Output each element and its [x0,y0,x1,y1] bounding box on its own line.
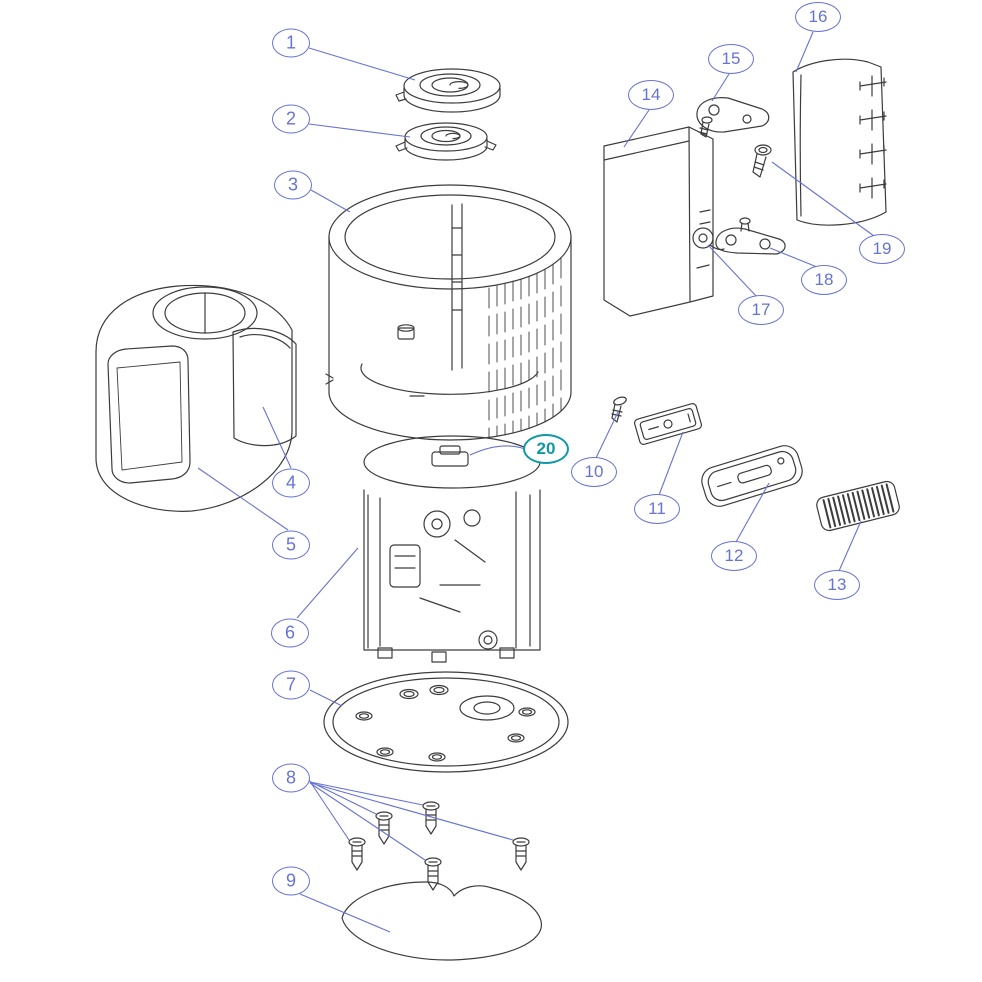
leader-8-fan [308,779,514,861]
leader-2 [308,123,411,138]
callout-13: 13 [814,570,860,600]
leader-20 [469,445,526,456]
leader-9 [299,893,391,933]
part-19-screw [752,144,772,178]
callout-18: 18 [801,265,847,295]
callout-1: 1 [272,28,310,58]
callout-9: 9 [272,866,310,896]
callout-12: 12 [711,541,757,571]
part-9-bottom-cover [341,881,542,961]
leader-10 [595,411,619,459]
screw [424,857,442,891]
screw [348,837,366,871]
callout-14: 14 [628,80,674,110]
grille-slats [822,483,895,529]
callout-3: 3 [274,170,312,200]
vent-slots [488,257,562,438]
part-7-base-plate [323,671,569,773]
panel-clips [859,75,887,199]
callout-19: 19 [859,234,905,264]
leader-5 [197,467,289,531]
leader-4 [262,406,292,469]
part-10-screw [611,396,627,423]
callout-4: 4 [272,468,310,498]
part-5-outer-shell [95,284,293,512]
part-4-inner-panel [232,327,297,447]
leader-7 [309,689,343,707]
part-6-motor-assembly [363,435,541,663]
callout-8: 8 [272,763,310,793]
part-20-latch [431,451,469,467]
part-13-grille [816,480,900,532]
callout-6: 6 [271,618,309,648]
callout-2: 2 [272,104,310,134]
leader-13 [838,520,862,572]
callout-10: 10 [571,457,617,487]
leader-14 [623,109,650,148]
screw [422,801,440,835]
leader-3 [310,189,351,213]
callout-11: 11 [634,494,680,524]
part-11-switch-plate [634,403,702,445]
callout-20-highlighted: 20 [523,434,569,464]
leader-lines [197,31,875,933]
part-1-top-cap [395,68,501,113]
leader-19 [771,161,875,237]
part-15-top-bracket [696,97,770,138]
leader-11 [658,431,684,496]
leader-12 [735,482,770,543]
callout-15: 15 [708,44,754,74]
part-8-screws [348,801,530,891]
part-14-housing-cover [603,126,714,317]
callout-16: 16 [795,2,841,32]
part-18-link-bracket [715,217,786,255]
screw [375,811,393,845]
leader-6 [296,547,359,619]
leader-16 [795,31,814,73]
callout-7: 7 [272,670,310,700]
leader-17 [707,244,758,298]
part-16-side-panel [792,58,887,226]
leader-15 [711,73,730,102]
leader-18 [769,247,818,268]
part-2-inner-cap [395,122,497,161]
callout-5: 5 [272,530,310,560]
screw [512,837,530,871]
part-3-main-housing [325,184,572,441]
leader-1 [308,47,416,81]
part-17-hinge [692,227,725,251]
callout-17: 17 [738,295,784,325]
part-12-bracket [701,445,803,507]
